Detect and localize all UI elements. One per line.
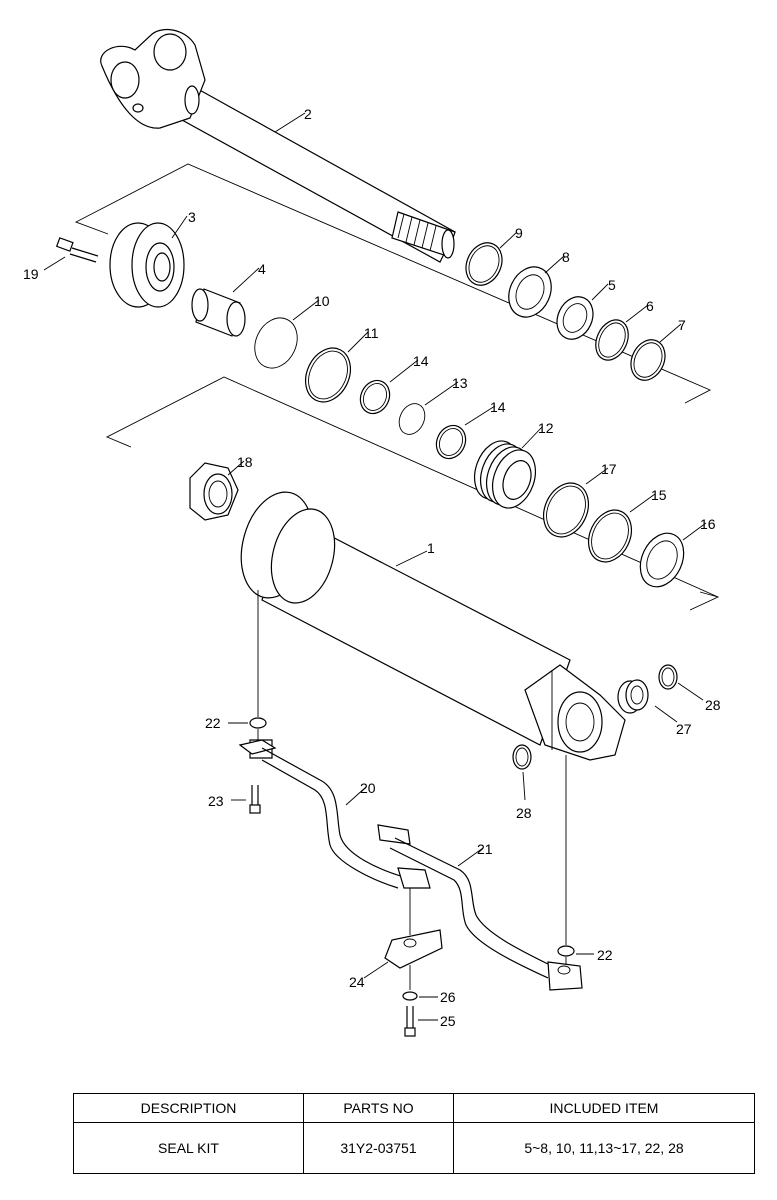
table-row: SEAL KIT 31Y2-03751 5~8, 10, 11,13~17, 2… (73, 1122, 755, 1174)
cover-bolt (55, 237, 99, 263)
label-4: 4 (258, 261, 266, 277)
label-3: 3 (188, 209, 196, 225)
seal-ring-14b (435, 424, 467, 460)
dust-seal-28a (658, 664, 678, 690)
label-22b: 22 (597, 947, 613, 963)
seal-ring-14a (359, 379, 391, 415)
seal-ring-7 (630, 339, 666, 381)
label-16: 16 (700, 516, 716, 532)
header-included-item: INCLUDED ITEM (453, 1093, 755, 1123)
label-11: 11 (364, 325, 379, 341)
label-9: 9 (515, 225, 523, 241)
part-labels: 1 2 3 4 5 6 7 8 9 10 11 12 13 14 14 15 1… (23, 106, 721, 1029)
seal-ring-17 (542, 482, 590, 538)
seal-ring-13 (398, 403, 426, 435)
pipe-clamp (384, 929, 443, 969)
piston (473, 440, 537, 509)
label-18: 18 (237, 454, 253, 470)
leader-lines (43, 112, 707, 1021)
cell-description: SEAL KIT (73, 1122, 304, 1174)
label-15: 15 (651, 487, 667, 503)
parts-kit-table: DESCRIPTION PARTS NO INCLUDED ITEM SEAL … (73, 1093, 755, 1174)
label-20: 20 (360, 780, 376, 796)
label-25: 25 (440, 1013, 456, 1029)
pin-bushing (617, 679, 649, 714)
label-2: 2 (304, 106, 312, 122)
bushing (191, 288, 246, 337)
label-22a: 22 (205, 715, 221, 731)
label-7: 7 (678, 317, 686, 333)
label-21: 21 (477, 841, 493, 857)
table-header-row: DESCRIPTION PARTS NO INCLUDED ITEM (73, 1093, 755, 1123)
header-parts-no: PARTS NO (303, 1093, 454, 1123)
seal-ring-8 (508, 266, 552, 318)
label-6: 6 (646, 298, 654, 314)
rod-cover (109, 222, 185, 308)
o-ring-22b (557, 945, 575, 957)
seal-ring-9 (465, 242, 503, 286)
label-13: 13 (452, 375, 468, 391)
label-28b: 28 (516, 805, 532, 821)
header-description: DESCRIPTION (73, 1093, 304, 1123)
label-26: 26 (440, 989, 456, 1005)
seal-ring-16 (639, 532, 685, 588)
label-24: 24 (349, 974, 365, 990)
cell-included-item: 5~8, 10, 11,13~17, 22, 28 (453, 1122, 755, 1174)
label-1: 1 (427, 540, 435, 556)
label-17: 17 (601, 461, 617, 477)
cylinder-tube (240, 491, 626, 761)
seal-ring-15 (587, 509, 633, 563)
flange-bolt-23 (249, 785, 261, 814)
clamp-bolt-25 (404, 1006, 416, 1037)
label-23: 23 (208, 793, 224, 809)
pipe-20 (238, 739, 431, 889)
seal-ring-6 (595, 319, 629, 361)
label-14a: 14 (413, 353, 429, 369)
label-14b: 14 (490, 399, 506, 415)
label-12: 12 (538, 420, 554, 436)
lock-nut (189, 462, 239, 521)
washer (402, 991, 418, 1001)
seal-ring-5 (556, 296, 594, 340)
label-19: 19 (23, 266, 39, 282)
dust-seal-28b (512, 744, 532, 770)
label-10: 10 (314, 293, 330, 309)
exploded-parts-diagram: 1 2 3 4 5 6 7 8 9 10 11 12 13 14 14 15 1… (23, 28, 721, 1037)
pipe-21 (377, 824, 583, 991)
cell-parts-no: 31Y2-03751 (303, 1122, 454, 1174)
seal-ring-11 (304, 347, 352, 403)
label-8: 8 (562, 249, 570, 265)
lower-kit-bracket (105, 376, 720, 611)
seal-ring-10 (254, 317, 298, 369)
o-ring-22a (249, 717, 267, 729)
upper-kit-bracket (74, 163, 712, 404)
label-5: 5 (608, 277, 616, 293)
piston-rod (100, 28, 456, 263)
label-27: 27 (676, 721, 692, 737)
label-28a: 28 (705, 697, 721, 713)
